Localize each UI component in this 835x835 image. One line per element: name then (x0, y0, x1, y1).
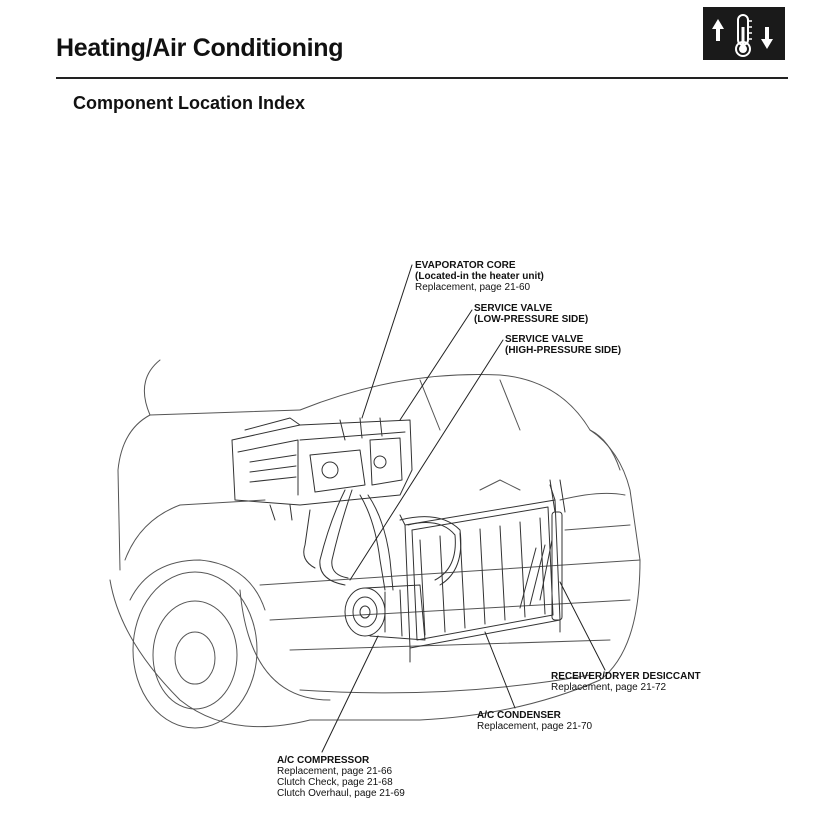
callout-reference: Replacement, page 21-60 (415, 282, 531, 293)
callout-note: (LOW-PRESSURE SIDE) (474, 314, 589, 325)
callout-ac-compressor: A/C COMPRESSOR Replacement, page 21-66 C… (277, 755, 405, 799)
callout-name: EVAPORATOR CORE (415, 260, 516, 271)
callout-note: (Located-in the heater unit) (415, 271, 544, 282)
callout-reference: Replacement, page 21-72 (551, 682, 667, 693)
heater-unit (231, 417, 413, 521)
callout-reference: Replacement, page 21-70 (477, 721, 593, 732)
callout-name: RECEIVER/DRYER DESICCANT (551, 671, 701, 682)
callout-name: SERVICE VALVE (505, 334, 584, 345)
temperature-up-down-icon (703, 7, 785, 60)
callout-name: SERVICE VALVE (474, 303, 553, 314)
ac-condenser (399, 484, 561, 663)
receiver-dryer (549, 479, 566, 621)
callout-reference: Clutch Overhaul, page 21-69 (277, 788, 405, 799)
vehicle-body-outline (109, 359, 641, 728)
ac-compressor (344, 584, 426, 641)
refrigerant-lines (303, 489, 462, 591)
callout-reference: Clutch Check, page 21-68 (277, 777, 393, 788)
callout-service-valve-high: SERVICE VALVE (HIGH-PRESSURE SIDE) (505, 334, 621, 356)
callout-service-valve-low: SERVICE VALVE (LOW-PRESSURE SIDE) (474, 303, 588, 325)
callout-leaders (321, 264, 606, 753)
callout-name: A/C CONDENSER (477, 710, 561, 721)
callout-name: A/C COMPRESSOR (277, 755, 370, 766)
callout-evaporator-core: EVAPORATOR CORE (Located-in the heater u… (415, 260, 544, 293)
front-wheel (129, 559, 266, 729)
page-subtitle: Component Location Index (73, 93, 305, 113)
page-title: Heating/Air Conditioning (56, 34, 344, 62)
title-divider (56, 77, 788, 79)
callout-receiver-dryer: RECEIVER/DRYER DESICCANT Replacement, pa… (551, 671, 701, 693)
callout-reference: Replacement, page 21-66 (277, 766, 393, 777)
callout-ac-condenser: A/C CONDENSER Replacement, page 21-70 (477, 710, 592, 732)
callout-note: (HIGH-PRESSURE SIDE) (505, 345, 622, 356)
